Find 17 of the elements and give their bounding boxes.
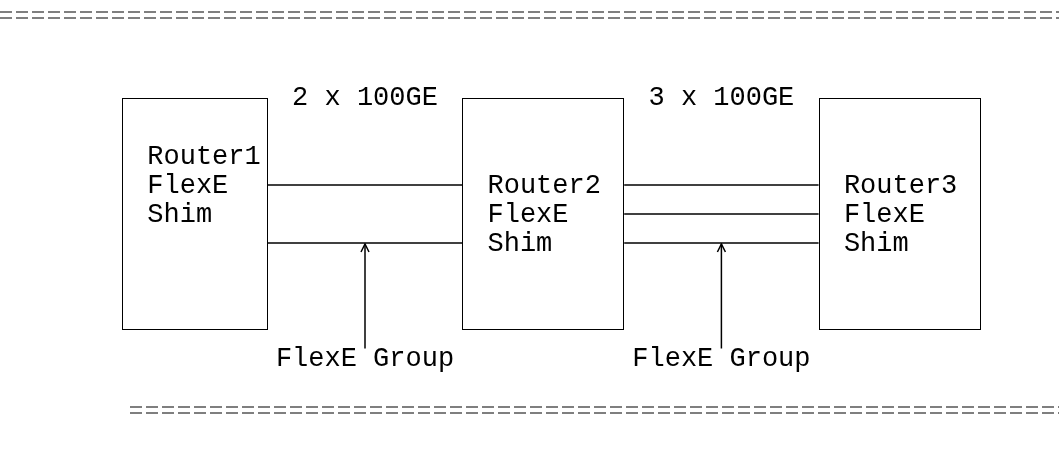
link-line — [267, 184, 463, 186]
link-line — [267, 242, 463, 244]
link-line — [623, 213, 820, 215]
group-label: FlexE Group — [275, 344, 455, 374]
router-label: Router3 FlexE Shim — [843, 171, 959, 259]
router-label: Router2 FlexE Shim — [487, 171, 602, 259]
link-line — [623, 184, 820, 186]
leader-line — [716, 243, 727, 350]
router-box — [462, 98, 625, 330]
link-capacity-label: 3 x 100GE — [648, 83, 795, 113]
link-line — [623, 242, 820, 244]
router-label: Router1 FlexE Shim — [147, 142, 262, 230]
router-box — [818, 98, 981, 330]
router-box — [122, 98, 268, 330]
leader-line — [360, 243, 370, 350]
group-label: FlexE Group — [632, 344, 811, 374]
link-capacity-label: 2 x 100GE — [292, 83, 438, 113]
